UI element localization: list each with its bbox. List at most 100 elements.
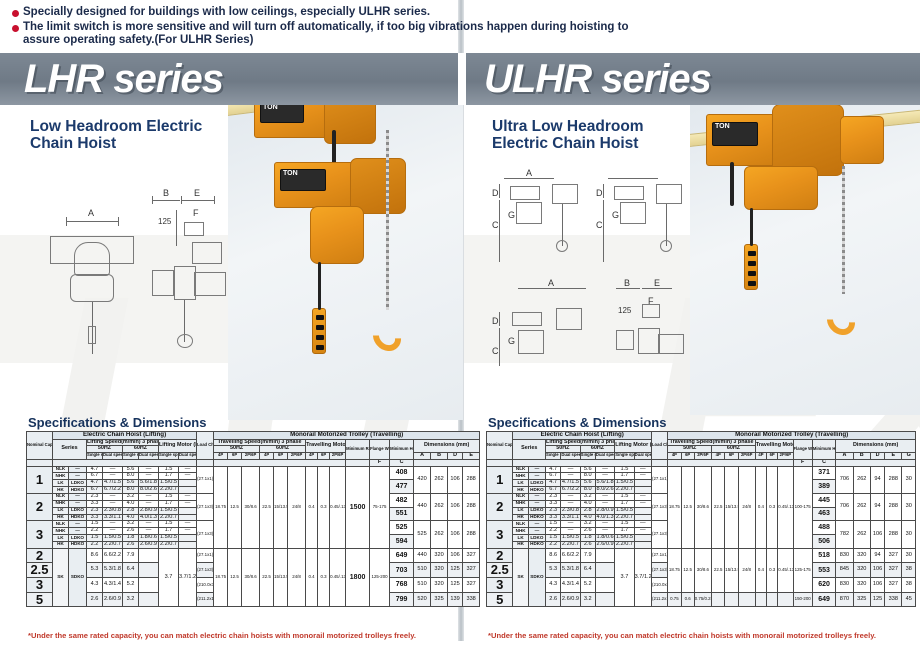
cell-lift60-dual — [138, 562, 159, 579]
cell-lift60-dual: 1.8/0.6 — [594, 534, 616, 542]
cell-dim-d: 106 — [447, 492, 464, 522]
cell-lift60-dual — [594, 547, 616, 564]
table-row: 3 NLK — 1.5 — 3.2 — 1.5 — (27.1x3) 525 5… — [26, 520, 481, 549]
cell-lift50-single: 3.3 — [86, 499, 103, 508]
cell-lift50-dual: — — [102, 492, 123, 501]
dim-tick — [118, 217, 119, 226]
cell-lift60-dual — [138, 547, 159, 564]
cell-lift50-dual: 5.3/1.8 — [102, 562, 123, 579]
dim-line-b — [616, 288, 640, 289]
th-dim-e: E — [462, 451, 481, 460]
cell-motor-single: 1.7 — [614, 499, 635, 508]
table-row: 2 SK SDKO 8.6 6.6/2.2 7.9 3.7 3.7/1.2 (2… — [26, 547, 481, 608]
dim-line-e — [181, 200, 214, 201]
cell-model: — — [527, 527, 547, 536]
cell-lift60-single: 3.2 — [579, 591, 596, 608]
spec-table-lhr-body: 1 NLK — 4.7 — 5.6 — 1.5 — (27.1x1) 18.75… — [26, 465, 481, 608]
cell-dim-a: 706 — [835, 492, 854, 522]
cell-motor-single: 2.2/0.7 — [158, 513, 179, 522]
cell-trav50-4p: 18.75 — [667, 547, 682, 593]
cell-min-headroom: 482 — [389, 492, 415, 508]
banner-divider — [458, 53, 466, 105]
cell-capacity: 3 — [485, 520, 514, 549]
pendant-button-right[interactable] — [748, 281, 756, 286]
cell-capacity: 2 — [26, 492, 53, 522]
cell-lift60-dual: — — [594, 472, 616, 481]
cell-capacity: 1 — [485, 465, 514, 494]
cell-dim-d: 125 — [447, 562, 464, 579]
cell-motor-single: 1.5 — [614, 520, 635, 529]
cell-lift60-single: 3.2 — [122, 492, 139, 501]
th-lift-50hz: 50HZ — [545, 445, 581, 453]
pendant-button-left[interactable] — [748, 271, 756, 276]
cell-lift60-dual: — — [138, 472, 159, 481]
hook-outline — [660, 240, 672, 252]
cell-min-headroom: 477 — [389, 479, 415, 494]
cell-flange-width: 75-175 — [369, 465, 391, 549]
lhr-dimension-drawing: A B E F 125 — [24, 186, 226, 366]
trolley-outline — [512, 312, 542, 326]
cell-motor-single: 1.5/0.5 — [614, 534, 635, 542]
table-row: HK HDKO 2.2 2.2/0.7 2.6 2.6/0.9 2.2/0.7 — [487, 540, 916, 549]
bullet-icon — [12, 10, 19, 17]
dim-line-a — [504, 178, 554, 179]
cell-lift50-dual: 2.3/0.8 — [560, 506, 581, 515]
pendant-button-up[interactable] — [748, 251, 756, 256]
cell-trav60-4p: 22.5 — [711, 547, 726, 593]
th-spacer — [196, 458, 215, 467]
cell-dim-b: 262 — [852, 492, 871, 522]
cell-model: — — [68, 472, 87, 481]
cell-lift60-dual — [138, 577, 159, 593]
page-bottom-bar — [0, 641, 920, 651]
cell-lift50-single: 4.7 — [86, 465, 103, 474]
table-row: LK LDKO 1.5 1.5/0.5 1.8 1.8/0.6 1.5/0.5 … — [487, 534, 916, 549]
cell-motor-dual — [633, 513, 653, 522]
cell-lift50-single: 4.3 — [545, 577, 562, 593]
cell-lift60-single: 8.0 — [122, 472, 139, 481]
hoist-gearbox — [310, 206, 364, 264]
cell-lift60-single: 3.2 — [122, 591, 139, 608]
cell-dim-b: 262 — [430, 492, 449, 522]
th-tmotor-4p: 4P — [754, 451, 768, 460]
cell-min-headroom: 768 — [389, 577, 415, 593]
pendant-button-down[interactable] — [748, 261, 756, 266]
dim-tick — [66, 217, 67, 226]
cell-trav60-2p6p: 24/8 — [287, 465, 307, 549]
cell-series: NLK — [52, 520, 69, 529]
pendant-button-left[interactable] — [316, 335, 324, 340]
hoist-body-outline — [74, 242, 110, 276]
cell-capacity: 5 — [26, 591, 53, 608]
th-lifting-motor: Lifting Motor (KW) — [614, 438, 652, 453]
product-heading-lhr-line1: Low Headroom Electric — [30, 118, 203, 135]
th-trav50-2p6p: 2P/6P — [693, 451, 713, 460]
th-tmotor-4p: 4P — [305, 451, 319, 460]
th-trav60-4p: 4P — [711, 451, 726, 460]
cell-lift50-dual: 2.2/0.7 — [102, 540, 123, 549]
cell-flange-width: 125-200 — [369, 547, 391, 608]
cell-dim-e: 327 — [884, 547, 903, 564]
pendant-button-right[interactable] — [316, 345, 324, 350]
cell-lift50-dual: 2.6/0.9 — [102, 591, 123, 608]
cell-trav60-6p: 15/13.5 — [273, 547, 289, 608]
cell-series: LK — [512, 506, 529, 515]
cell-model: HDKO — [68, 486, 87, 494]
cell-tmotor-4p-low — [754, 591, 768, 608]
trolley-outline — [614, 186, 644, 200]
cell-lift50-dual: 6.7/2.2 — [560, 486, 581, 494]
spec-table-ulhr-body: 1 NLK — 4.7 — 5.6 — 1.5 — (27.1x1) 18.75… — [485, 465, 916, 608]
footnote-ulhr: *Under the same rated capacity, you can … — [488, 631, 876, 640]
cell-series: HK — [512, 540, 529, 549]
cell-lift50-single: 4.7 — [86, 479, 103, 488]
cell-dim-a: 706 — [835, 465, 854, 494]
cell-motor-dual: 3.7/1.2 — [633, 547, 653, 608]
cell-motor-dual — [177, 479, 198, 488]
pendant-button-down[interactable] — [316, 325, 324, 330]
motor-outline — [70, 274, 114, 302]
pendant-button-up[interactable] — [316, 315, 324, 320]
cell-lift50-single: 2.2 — [86, 527, 103, 536]
cell-lift50-dual: 4.3/1.4 — [102, 577, 123, 593]
cell-dim-e: 288 — [884, 520, 903, 549]
trolley-beam-outline — [50, 236, 134, 264]
cell-trav50-4p-low: 0.75 — [667, 591, 682, 608]
cell-model: HDKO — [527, 513, 547, 522]
